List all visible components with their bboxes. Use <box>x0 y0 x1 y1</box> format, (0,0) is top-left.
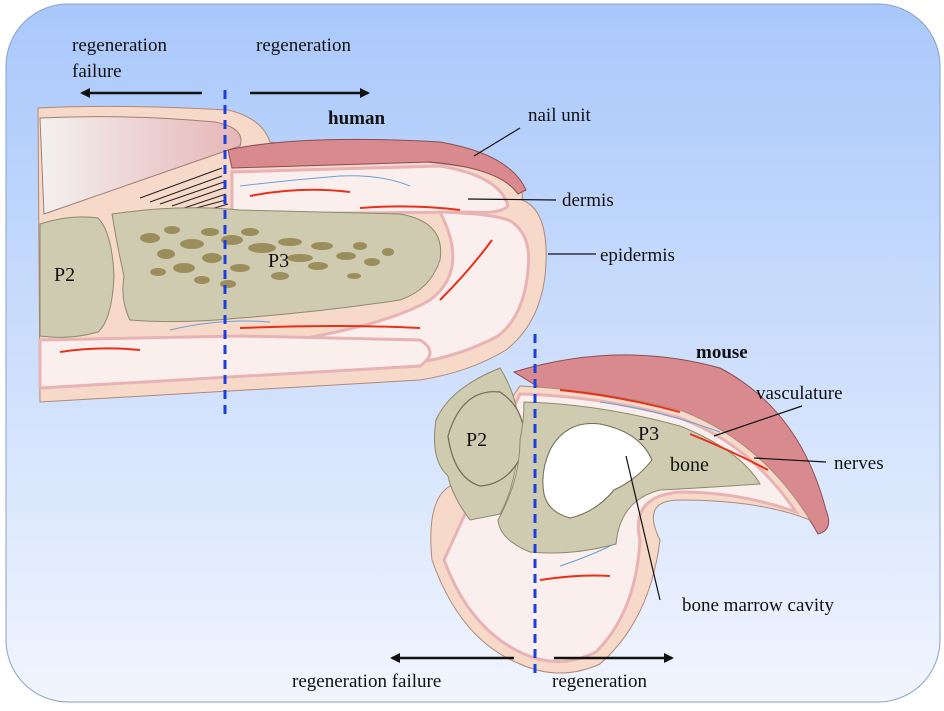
human-digit <box>38 106 546 402</box>
nail-unit-label: nail unit <box>528 105 592 126</box>
human-p2-bone <box>40 217 114 337</box>
mouse-bone-label: bone <box>670 454 709 476</box>
mouse-regen-failure-label: regeneration failure <box>292 671 441 692</box>
human-regen-failure-label-line2: failure <box>72 61 122 82</box>
epidermis-label: epidermis <box>600 245 675 266</box>
mouse-regeneration-label: regeneration <box>552 671 647 692</box>
mouse-p3-label: P3 <box>638 423 659 445</box>
human-regeneration-label: regeneration <box>256 35 351 56</box>
mouse-title: mouse <box>696 342 748 363</box>
human-p3-label: P3 <box>268 250 289 272</box>
vasculature-label: vasculature <box>756 383 843 404</box>
nerves-label: nerves <box>834 453 884 474</box>
mouse-p2-label: P2 <box>466 429 487 451</box>
bone-marrow-cavity-label: bone marrow cavity <box>682 595 834 616</box>
dermis-label: dermis <box>562 190 614 211</box>
human-p2-label: P2 <box>54 264 75 286</box>
human-regen-failure-label-line1: regeneration <box>72 35 167 56</box>
human-title: human <box>328 108 385 129</box>
